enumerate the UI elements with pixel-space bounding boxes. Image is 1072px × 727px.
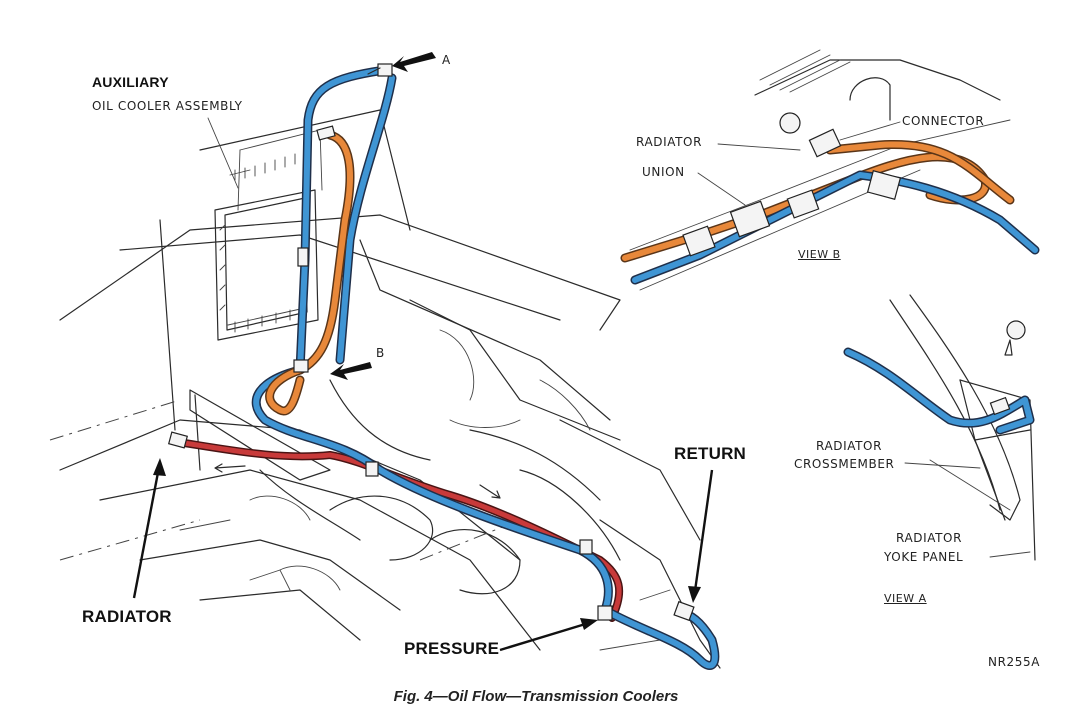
clip-fitting-1	[365, 461, 379, 477]
arrow-a	[392, 52, 436, 72]
vehicle-body-sketch	[49, 109, 721, 669]
view-a-lines	[843, 347, 1035, 435]
leader-return	[692, 469, 714, 599]
view-b-lines	[620, 112, 1040, 285]
radiator-fitting	[167, 431, 189, 449]
label-view-b: VIEW B	[798, 248, 841, 261]
auxiliary-oil-cooler	[214, 129, 323, 341]
label-radiator-crossmember-1: RADIATOR	[816, 439, 883, 453]
leader-crossmember	[904, 462, 981, 469]
leader-aux-cooler	[207, 117, 239, 189]
label-figure-code: NR255A	[988, 655, 1041, 669]
cooler-fitting-lower	[297, 247, 309, 267]
cooler-fins	[219, 153, 306, 333]
label-radiator-crossmember-2: CROSSMEMBER	[794, 457, 895, 471]
leader-connector	[839, 121, 901, 141]
leader-lines	[132, 117, 1031, 652]
leader-radiator-b	[717, 143, 801, 151]
leader-union	[697, 172, 746, 206]
flow-arrows	[214, 67, 501, 499]
pressure-line	[174, 438, 624, 622]
connector-fitting	[808, 128, 842, 158]
radiator-drain	[779, 112, 801, 134]
leader-yoke	[989, 551, 1031, 558]
label-view-a: VIEW A	[884, 592, 927, 605]
label-auxiliary: AUXILIARY	[92, 74, 169, 90]
label-radiator-main: RADIATOR	[82, 607, 172, 626]
label-connector: CONNECTOR	[902, 114, 985, 128]
label-union: UNION	[642, 165, 685, 179]
view-a-inset	[889, 294, 1036, 561]
label-marker-b: B	[376, 346, 385, 360]
pressure-fitting	[597, 605, 613, 621]
label-oil-cooler-assembly: OIL COOLER ASSEMBLY	[92, 99, 243, 113]
label-return: RETURN	[674, 444, 747, 463]
figure-caption: Fig. 4—Oil Flow—Transmission Coolers	[393, 688, 679, 705]
cooler-fitting-upper	[316, 125, 336, 141]
line-fittings	[167, 63, 695, 622]
clip-fitting-2	[579, 539, 593, 555]
union-fitting	[729, 200, 771, 238]
label-radiator-view-b: RADIATOR	[636, 135, 703, 149]
return-line	[251, 65, 720, 670]
view-b-fitting-3	[866, 170, 902, 200]
label-marker-a: A	[442, 53, 451, 67]
view-a-fitting	[989, 396, 1011, 416]
label-radiator-yoke-2: YOKE PANEL	[884, 550, 964, 564]
view-b-fitting-1	[682, 225, 716, 257]
arrow-b	[330, 362, 372, 380]
top-fitting	[377, 63, 393, 77]
label-radiator-yoke-1: RADIATOR	[896, 531, 963, 545]
view-b-fitting-2	[786, 189, 820, 219]
cooler-fitting-bottom	[293, 359, 309, 373]
return-fitting	[673, 600, 695, 622]
view-markers	[330, 52, 436, 380]
leader-pressure	[499, 620, 593, 652]
label-pressure: PRESSURE	[404, 639, 500, 658]
leader-radiator-main	[132, 461, 162, 599]
